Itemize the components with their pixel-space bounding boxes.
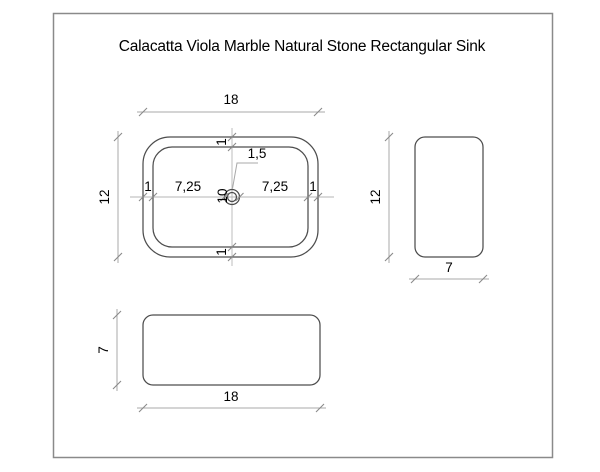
dimension-tick [384, 132, 394, 142]
dimension-tick [303, 192, 313, 202]
dimension-label: 12 [368, 189, 383, 204]
dimension-tick [313, 107, 323, 117]
dimension-tick [227, 242, 237, 252]
dimension-tick [113, 132, 123, 142]
side-outline [414, 136, 484, 258]
dimension-tick [227, 132, 237, 142]
dimension-label: 7 [445, 260, 453, 275]
vertical-chain-ticks [227, 132, 237, 262]
side-view: 12 7 [368, 131, 489, 284]
wall-right-label: 1 [309, 179, 317, 194]
dimension-label: 18 [223, 389, 238, 404]
dimension-tick [384, 252, 394, 262]
dim-top-overall-height: 12 [97, 131, 123, 263]
dimension-tick [410, 274, 420, 284]
dimension-tick [138, 192, 148, 202]
drawing-frame [52, 12, 554, 459]
drain-diameter-label: 1,5 [248, 146, 267, 161]
dimension-tick [148, 192, 158, 202]
dimension-tick [138, 107, 148, 117]
dimension-tick [227, 142, 237, 152]
dimension-label: 12 [97, 189, 112, 204]
page-title: Calacatta Viola Marble Natural Stone Rec… [119, 38, 486, 55]
dimension-tick [112, 380, 122, 390]
front-view: 7 18 [96, 309, 326, 413]
drain-inner-circle [226, 191, 238, 203]
dim-top-overall-width: 18 [137, 92, 325, 117]
dimension-tick [112, 310, 122, 320]
dimension-tick [315, 403, 325, 413]
dimension-label: 18 [223, 92, 238, 107]
wall-left-label: 1 [144, 179, 152, 194]
dimension-tick [313, 192, 323, 202]
horizontal-chain-ticks [138, 192, 323, 202]
dim-side-depth: 7 [409, 260, 489, 284]
dimension-tick [113, 252, 123, 262]
leader-line [232, 162, 258, 189]
left-to-drain-label: 7,25 [175, 179, 201, 194]
wall-bottom-label: 1 [214, 248, 229, 256]
dim-front-width: 18 [137, 389, 326, 413]
wall-top-label: 1 [214, 138, 229, 146]
front-outline [142, 314, 321, 386]
drain-to-right-label: 7,25 [262, 179, 288, 194]
dimension-tick [235, 192, 244, 202]
dimension-tick [227, 252, 237, 262]
dimension-tick [220, 192, 229, 202]
top-view: 18 12 1 7,25 7,25 1 1 [97, 92, 334, 266]
dim-front-depth: 7 [96, 309, 122, 391]
dimension-tick [478, 274, 488, 284]
dimension-tick [138, 403, 148, 413]
inner-height-label: 10 [215, 188, 230, 203]
dim-side-height: 12 [368, 131, 394, 263]
dimension-label: 7 [96, 346, 111, 354]
drain-callout: 1,5 [232, 146, 267, 189]
